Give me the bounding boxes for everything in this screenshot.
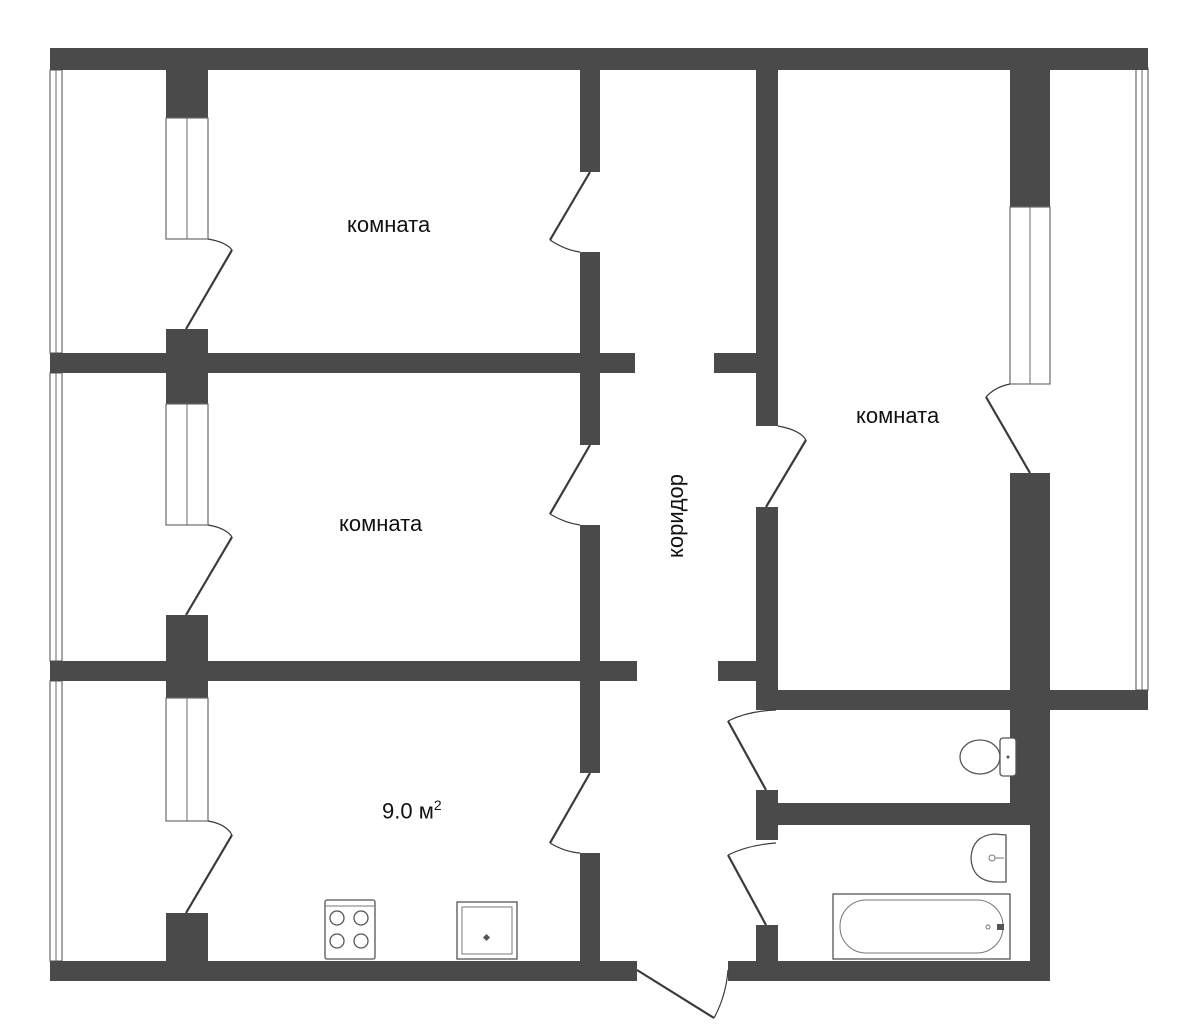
kitchen-area-label: 9.0 м2 <box>382 797 442 824</box>
washbasin-icon <box>970 833 1007 883</box>
walls <box>50 48 1148 981</box>
kitchen-area-value: 9.0 м <box>382 798 434 824</box>
windows <box>49 67 1149 962</box>
stove-icon <box>324 899 376 960</box>
doors <box>185 171 1031 1019</box>
toilet-icon <box>959 737 1017 777</box>
kitchen-area-unit-exponent: 2 <box>433 797 442 813</box>
radiators <box>165 117 1051 822</box>
bathtub-icon <box>832 893 1011 960</box>
corridor-label: коридор <box>663 474 688 558</box>
room-label-top-left: комната <box>347 212 431 237</box>
sink-icon <box>456 901 518 960</box>
room-label-right: комната <box>856 403 940 428</box>
room-label-middle-left: комната <box>339 511 423 536</box>
